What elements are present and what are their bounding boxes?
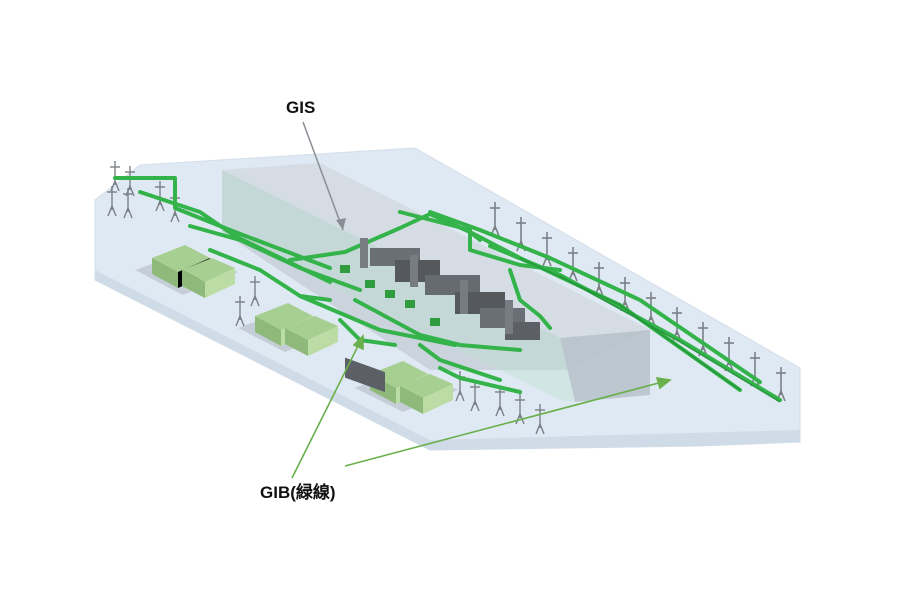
line-tower xyxy=(495,386,505,417)
line-tower xyxy=(470,381,480,412)
transformer-group-2 xyxy=(238,303,340,356)
gib-lines-secondary xyxy=(519,257,781,403)
gib-callout-arrows xyxy=(291,334,672,479)
line-tower xyxy=(107,186,117,217)
transformer-group-1 xyxy=(135,245,238,298)
line-tower xyxy=(235,296,245,327)
line-towers-left xyxy=(107,161,545,435)
line-tower xyxy=(123,188,133,219)
gis-callout-arrow xyxy=(302,121,346,231)
gis-label: GIS xyxy=(286,98,316,117)
gib-label: GIB(緑線) xyxy=(260,483,336,502)
line-tower xyxy=(535,404,545,435)
site-platform-shade xyxy=(95,270,800,450)
gis-green-modules xyxy=(340,265,440,326)
line-tower xyxy=(155,181,165,212)
line-tower xyxy=(250,276,260,307)
gis-equipment xyxy=(345,238,540,393)
